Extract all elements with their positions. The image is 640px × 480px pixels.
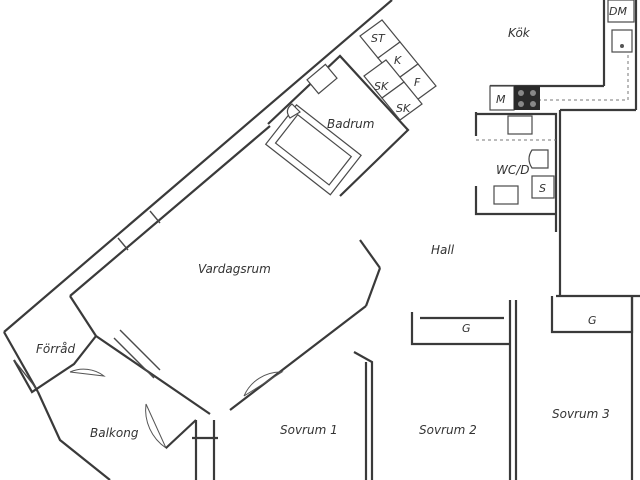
dishwasher-box (607, 0, 635, 23)
toilet-icon (286, 103, 301, 119)
wc-toilet-icon (528, 149, 549, 169)
fixture-sk-2: SK (396, 102, 411, 115)
kitchen-cabinets (359, 19, 437, 121)
room-label-balkong: Balkong (90, 426, 139, 440)
fixture-m: M (496, 93, 506, 106)
room-label-forrad: Förråd (36, 342, 75, 356)
room-label-sovrum-2: Sovrum 2 (419, 423, 477, 437)
room-label-hall: Hall (431, 243, 455, 257)
wc-sink-icon (507, 115, 533, 135)
room-label-sovrum-1: Sovrum 1 (280, 423, 338, 437)
kok-walls (489, 0, 638, 296)
room-label-kok: Kök (508, 26, 531, 40)
fixture-k: K (394, 54, 402, 67)
bedroom-walls (192, 294, 640, 480)
fixture-dm: DM (609, 5, 627, 18)
wcd-walls (474, 112, 558, 232)
room-label-sovrum-3: Sovrum 3 (552, 407, 610, 421)
fixture-s: S (539, 182, 546, 195)
sink-icon (306, 63, 338, 95)
badrum-block (264, 54, 410, 197)
fixture-g-sovrum-3: G (588, 314, 597, 327)
room-label-badrum: Badrum (327, 117, 374, 131)
stove-icon (514, 86, 540, 110)
kitchen-sink-icon (611, 29, 633, 53)
fixture-g-sovrum-2: G (462, 322, 471, 335)
fixture-f: F (414, 76, 421, 89)
fixture-sk-1: SK (374, 80, 389, 93)
washer-icon (493, 185, 519, 205)
forrad-balkong-walls (13, 335, 197, 480)
outer-diagonal-wall (3, 0, 393, 393)
wc-shower-box (531, 175, 555, 199)
room-label-vardagsrum: Vardagsrum (198, 262, 271, 276)
fixture-st: ST (371, 32, 386, 45)
vardagsrum-walls (95, 239, 382, 415)
room-label-wcd: WC/D (496, 163, 530, 177)
